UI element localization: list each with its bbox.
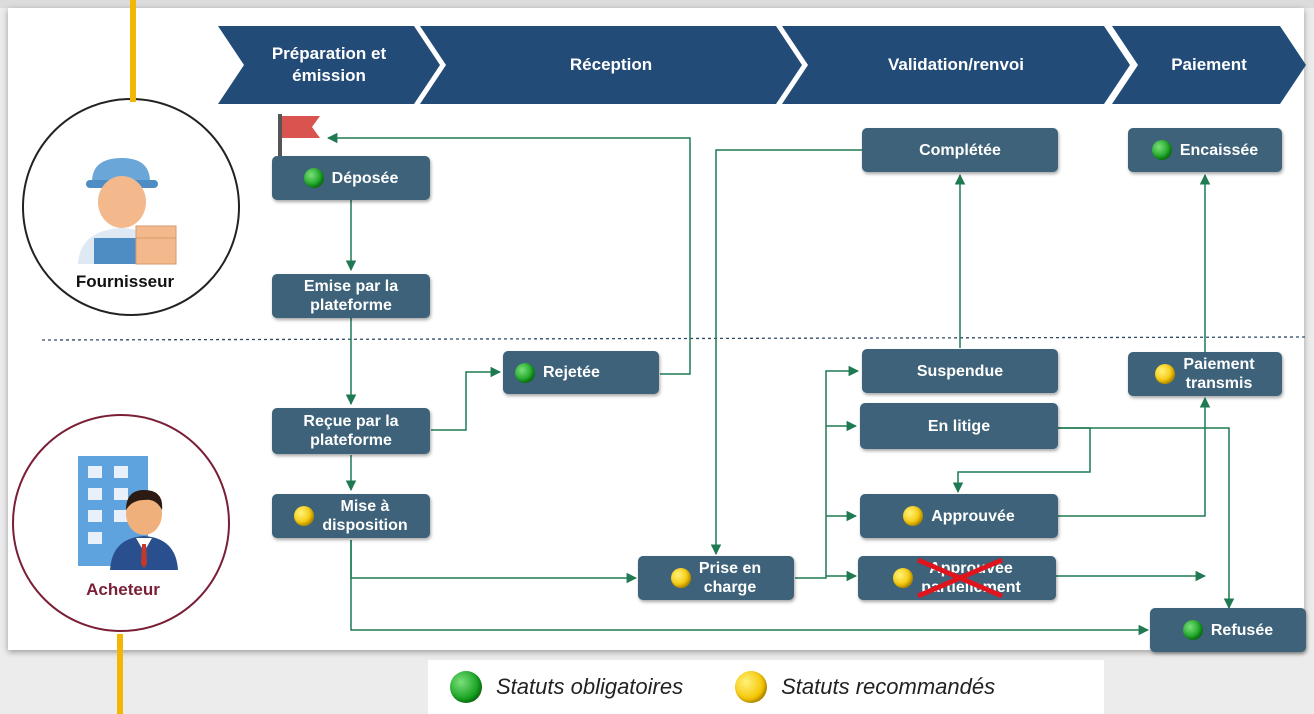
mandatory-status-dot bbox=[515, 362, 535, 383]
status-label: Reçue par la plateforme bbox=[303, 413, 399, 449]
phase-chevron-validation: Validation/renvoi bbox=[782, 26, 1130, 104]
status-label: Déposée bbox=[331, 169, 399, 187]
recommended-status-dot bbox=[1155, 364, 1176, 384]
supplier-label: Fournisseur bbox=[75, 272, 175, 291]
supplier-avatar-icon bbox=[74, 152, 184, 275]
status-deposee: Déposée bbox=[272, 156, 430, 200]
status-refusee: Refusée bbox=[1150, 608, 1306, 652]
status-mise-a-disposition: Mise à disposition bbox=[272, 494, 430, 538]
status-label: En litige bbox=[927, 417, 991, 435]
recommended-status-dot bbox=[893, 568, 914, 588]
status-label: Rejetée bbox=[543, 364, 600, 381]
status-recue: Reçue par la plateforme bbox=[272, 408, 430, 454]
status-label: Complétée bbox=[919, 141, 1001, 159]
status-suspendue: Suspendue bbox=[862, 349, 1058, 393]
phase-label: Préparation et émission bbox=[271, 44, 387, 85]
accent-line-top bbox=[130, 0, 136, 102]
mandatory-status-dot bbox=[1151, 140, 1172, 160]
crossed-out-icon bbox=[917, 557, 1003, 599]
recommended-status-dot bbox=[670, 568, 691, 588]
buyer-avatar-icon bbox=[74, 452, 184, 577]
status-label: Emise par la plateforme bbox=[303, 278, 399, 314]
status-paiement-transmis: Paiement transmis bbox=[1128, 352, 1282, 396]
recommended-status-dot bbox=[903, 506, 924, 526]
status-emise: Emise par la plateforme bbox=[272, 274, 430, 318]
status-completee: Complétée bbox=[862, 128, 1058, 172]
accent-line-bottom bbox=[117, 634, 123, 714]
top-strip bbox=[0, 0, 1314, 8]
status-en-litige: En litige bbox=[860, 403, 1058, 449]
flag-icon bbox=[276, 112, 324, 163]
legend-mandatory-label: Statuts obligatoires bbox=[496, 674, 684, 699]
status-prise-en-charge: Prise en charge bbox=[638, 556, 794, 600]
status-label: Mise à disposition bbox=[322, 498, 408, 534]
status-approuvee-partiellement: Approuvée partiellement bbox=[858, 556, 1056, 600]
status-approuvee: Approuvée bbox=[860, 494, 1058, 538]
legend-recommended-dot bbox=[735, 671, 768, 703]
status-label: Refusée bbox=[1210, 621, 1274, 639]
status-label: Encaissée bbox=[1179, 141, 1259, 159]
phase-label: Paiement bbox=[1171, 55, 1247, 74]
buyer-label: Acheteur bbox=[86, 580, 160, 599]
phase-label: Validation/renvoi bbox=[887, 55, 1025, 74]
phase-chevron-paiement: Paiement bbox=[1112, 26, 1306, 104]
mandatory-status-dot bbox=[303, 168, 324, 188]
status-label: Paiement transmis bbox=[1183, 356, 1255, 392]
phase-chevron-reception: Réception bbox=[420, 26, 802, 104]
recommended-status-dot bbox=[294, 506, 315, 526]
legend-mandatory-dot bbox=[450, 671, 482, 703]
status-label: Prise en charge bbox=[698, 560, 762, 596]
phase-label: Réception bbox=[569, 55, 653, 74]
status-encaissee: Encaissée bbox=[1128, 128, 1282, 172]
legend-recommended-label: Statuts recommandés bbox=[781, 674, 996, 699]
status-label: Suspendue bbox=[916, 362, 1004, 380]
mandatory-status-dot bbox=[1182, 620, 1203, 640]
legend: Statuts obligatoires Statuts recommandés bbox=[428, 660, 1104, 714]
status-label: Approuvée bbox=[931, 507, 1015, 525]
status-rejetee: Rejetée bbox=[503, 351, 659, 394]
phase-chevron-preparation: Préparation et émission bbox=[218, 26, 440, 104]
